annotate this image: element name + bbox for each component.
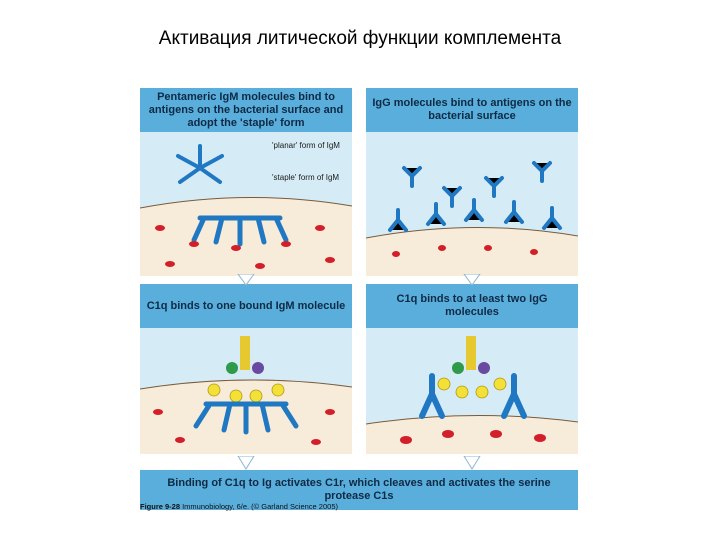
c1q-heads bbox=[207, 383, 285, 403]
panel-c1q-igg-banner: C1q binds to at least two IgG molecules bbox=[366, 284, 578, 328]
panel-igg-binding: IgG molecules bind to antigens on the ba… bbox=[366, 88, 578, 276]
panel-c1-activation: Binding of C1q to Ig activates C1r, whic… bbox=[140, 470, 578, 510]
panel-c1q-igm: C1q binds to one bound IgM molecule bbox=[140, 284, 352, 454]
panel-igm-binding: Pentameric IgM molecules bind to antigen… bbox=[140, 88, 352, 276]
complement-activation-figure: Pentameric IgM molecules bind to antigen… bbox=[140, 88, 578, 510]
label-planar-form: 'planar' form of IgM bbox=[272, 141, 340, 150]
c1r-c1s-green bbox=[452, 362, 464, 374]
arrow-down-icon bbox=[463, 274, 481, 286]
antigens bbox=[400, 430, 546, 444]
staple-igm-icon bbox=[191, 215, 289, 247]
antigens bbox=[392, 245, 538, 257]
igm-binding-illustration: 'planar' form of IgM 'staple' form of Ig… bbox=[140, 141, 352, 276]
c1q-igm-illustration bbox=[140, 336, 352, 454]
c1q-stalk bbox=[466, 336, 476, 370]
free-igg-icons bbox=[402, 161, 552, 208]
c1r-c1s-purple bbox=[478, 362, 490, 374]
arrow-down-icon bbox=[237, 274, 255, 286]
figure-caption: Figure 9-28 Immunobiology, 6/e. (© Garla… bbox=[140, 502, 338, 511]
bacterial-surface bbox=[140, 197, 352, 276]
bound-igg-icons bbox=[419, 373, 527, 419]
arrow-down-icon bbox=[237, 456, 255, 470]
c1q-stalk bbox=[240, 336, 250, 370]
c1r-c1s-green bbox=[226, 362, 238, 374]
label-staple-form: 'staple' form of IgM bbox=[272, 173, 339, 182]
panel-igm-binding-banner: Pentameric IgM molecules bind to antigen… bbox=[140, 88, 352, 132]
c1q-heads bbox=[437, 377, 507, 399]
figure-source: Immunobiology, 6/e. (© Garland Science 2… bbox=[180, 502, 338, 511]
antigens bbox=[155, 225, 335, 269]
igg-binding-illustration bbox=[366, 161, 578, 276]
c1r-c1s-purple bbox=[252, 362, 264, 374]
panel-c1q-igg: C1q binds to at least two IgG molecules bbox=[366, 284, 578, 454]
bound-igg-icons bbox=[388, 198, 562, 232]
panel-c1q-igm-banner: C1q binds to one bound IgM molecule bbox=[140, 284, 352, 328]
arrow-down-icon bbox=[463, 456, 481, 470]
panel-c1-activation-banner: Binding of C1q to Ig activates C1r, whic… bbox=[140, 470, 578, 510]
bound-igm-icon bbox=[193, 401, 299, 435]
antigens bbox=[153, 409, 335, 445]
planar-igm-icon bbox=[176, 144, 224, 184]
bacterial-surface bbox=[366, 227, 578, 276]
bacterial-surface bbox=[366, 415, 578, 454]
figure-reference: Figure 9-28 bbox=[140, 502, 181, 511]
panel-igg-binding-banner: IgG molecules bind to antigens on the ba… bbox=[366, 88, 578, 132]
c1q-igg-illustration bbox=[366, 336, 578, 454]
slide-title: Активация литической функции комплемента bbox=[158, 28, 562, 49]
